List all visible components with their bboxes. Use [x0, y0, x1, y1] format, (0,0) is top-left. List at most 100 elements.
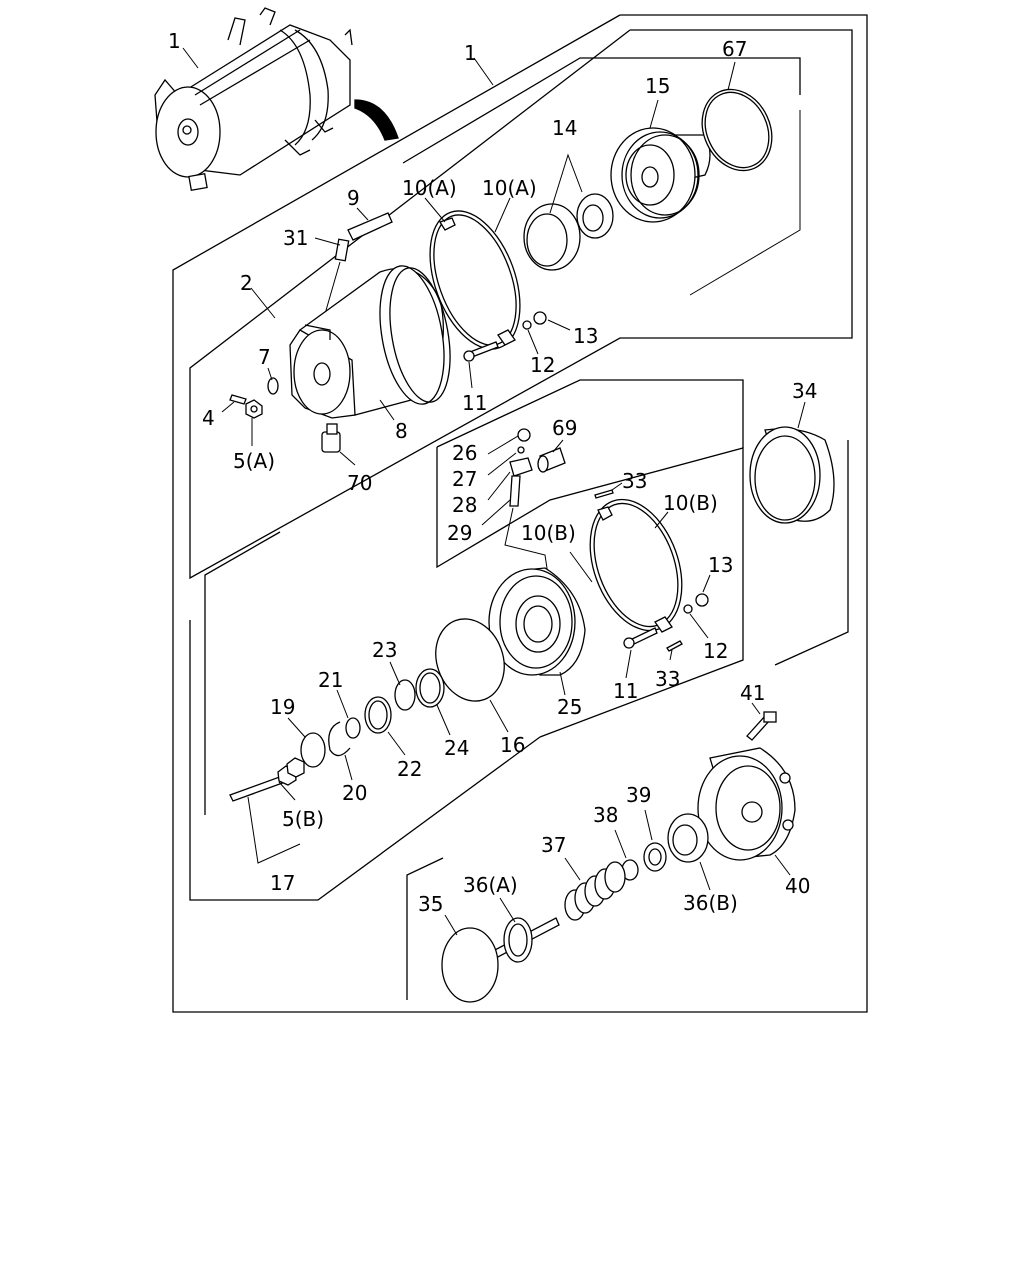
- part-4-pin: [229, 394, 247, 405]
- label-part-38: 38: [593, 803, 618, 827]
- part-33-pin-top: [594, 489, 614, 499]
- inner-group-frame-top: [402, 57, 801, 164]
- label-part-2: 2: [240, 271, 253, 295]
- part-7-o-ring: [267, 377, 279, 395]
- label-part-22: 22: [397, 757, 422, 781]
- label-part-31: 31: [283, 226, 308, 250]
- label-part-10a-left: 10(A): [402, 176, 457, 200]
- part-41-breather: [746, 711, 777, 741]
- label-part-13-top: 13: [573, 324, 598, 348]
- label-part-23: 23: [372, 638, 397, 662]
- part-17-rod: [229, 757, 305, 864]
- part-19-disc: [300, 732, 326, 768]
- label-part-36a: 36(A): [463, 873, 518, 897]
- lower-left-frame: [204, 531, 281, 815]
- part-10a-clamp: [429, 210, 521, 350]
- label-part-70: 70: [347, 471, 372, 495]
- label-part-10a-right: 10(A): [482, 176, 537, 200]
- label-part-33-bottom: 33: [655, 667, 680, 691]
- part-11-bolt-top: [463, 341, 499, 362]
- assembled-actuator-unit: [154, 7, 399, 192]
- part-29-pin: [504, 475, 549, 576]
- label-part-11-mid: 11: [613, 679, 638, 703]
- upper-group-frame: [189, 29, 853, 580]
- part-23-ring: [394, 679, 416, 711]
- label-part-20: 20: [342, 781, 367, 805]
- label-part-12-mid: 12: [703, 639, 728, 663]
- part-12-washer-top: [522, 320, 532, 330]
- label-part-7: 7: [258, 345, 271, 369]
- label-part-9: 9: [347, 186, 360, 210]
- part-2-cylinder-body: [289, 265, 451, 419]
- label-part-1-top: 1: [168, 29, 181, 53]
- label-part-19: 19: [270, 695, 295, 719]
- part-16-o-ring: [435, 618, 505, 702]
- label-part-67: 67: [722, 37, 747, 61]
- part-25-piston: [488, 567, 586, 676]
- label-part-15: 15: [645, 74, 670, 98]
- part-11-bolt-mid: [623, 627, 658, 649]
- part-69-sleeve: [537, 447, 566, 473]
- lower-left-frame-bottom: [189, 620, 541, 901]
- label-part-13-mid: 13: [708, 553, 733, 577]
- part-12-washer-mid: [683, 604, 693, 614]
- label-part-39: 39: [626, 783, 651, 807]
- label-part-14: 14: [552, 116, 577, 140]
- label-part-5b: 5(B): [282, 807, 324, 831]
- label-part-21: 21: [318, 668, 343, 692]
- part-26-nut: [517, 428, 531, 442]
- part-21-ring: [345, 717, 361, 739]
- part-15-housing: [610, 127, 711, 223]
- label-part-1-main: 1: [464, 41, 477, 65]
- part-14-seal-set: [523, 193, 614, 271]
- right-group-frame: [774, 440, 849, 666]
- part-5a-nut: [245, 399, 263, 419]
- part-28-clevis: [509, 457, 533, 477]
- part-13-nut-top: [533, 311, 547, 325]
- outer-frame: [172, 14, 868, 1013]
- part-35-diaphragm: [441, 917, 560, 1003]
- part-70-fitting: [321, 423, 341, 453]
- label-part-27: 27: [452, 467, 477, 491]
- label-part-4: 4: [202, 406, 215, 430]
- label-part-12-top: 12: [530, 353, 555, 377]
- leader-lines: [182, 47, 806, 936]
- label-part-10b-right: 10(B): [663, 491, 718, 515]
- label-part-17: 17: [270, 871, 295, 895]
- part-13-nut-mid: [695, 593, 709, 607]
- label-part-25: 25: [557, 695, 582, 719]
- bottom-group-frame: [406, 857, 444, 1000]
- part-34-end-cover: [749, 426, 835, 524]
- label-part-5a: 5(A): [233, 449, 275, 473]
- part-20-snap-ring: [328, 721, 351, 757]
- label-part-34: 34: [792, 379, 817, 403]
- part-27-washer: [517, 446, 525, 454]
- part-33-pin-bottom: [666, 640, 683, 652]
- label-part-26: 26: [452, 441, 477, 465]
- label-part-24: 24: [444, 736, 469, 760]
- cutaway-arc: [354, 99, 399, 141]
- label-part-41: 41: [740, 681, 765, 705]
- label-part-40: 40: [785, 874, 810, 898]
- label-part-37: 37: [541, 833, 566, 857]
- inner-group-frame-right: [689, 110, 801, 296]
- label-part-36b: 36(B): [683, 891, 738, 915]
- label-part-16: 16: [500, 733, 525, 757]
- part-37-spring: [564, 861, 626, 921]
- part-labels: 1 1 2 4 5(A) 7 8 70 9 31 10(A) 10(A) 11 …: [168, 29, 817, 916]
- label-part-28: 28: [452, 493, 477, 517]
- label-part-11-top: 11: [462, 391, 487, 415]
- label-part-8: 8: [395, 419, 408, 443]
- label-part-69: 69: [552, 416, 577, 440]
- clamp-group-frame: [436, 447, 744, 738]
- label-part-29: 29: [447, 521, 472, 545]
- label-part-10b-left: 10(B): [521, 521, 576, 545]
- part-39-bushing: [643, 842, 667, 872]
- part-40-front-cover: [697, 747, 796, 861]
- label-part-33-top: 33: [622, 469, 647, 493]
- label-part-35: 35: [418, 892, 443, 916]
- part-67-o-ring: [701, 88, 773, 172]
- part-10b-clamp: [589, 498, 683, 633]
- part-36b-seal: [667, 813, 709, 863]
